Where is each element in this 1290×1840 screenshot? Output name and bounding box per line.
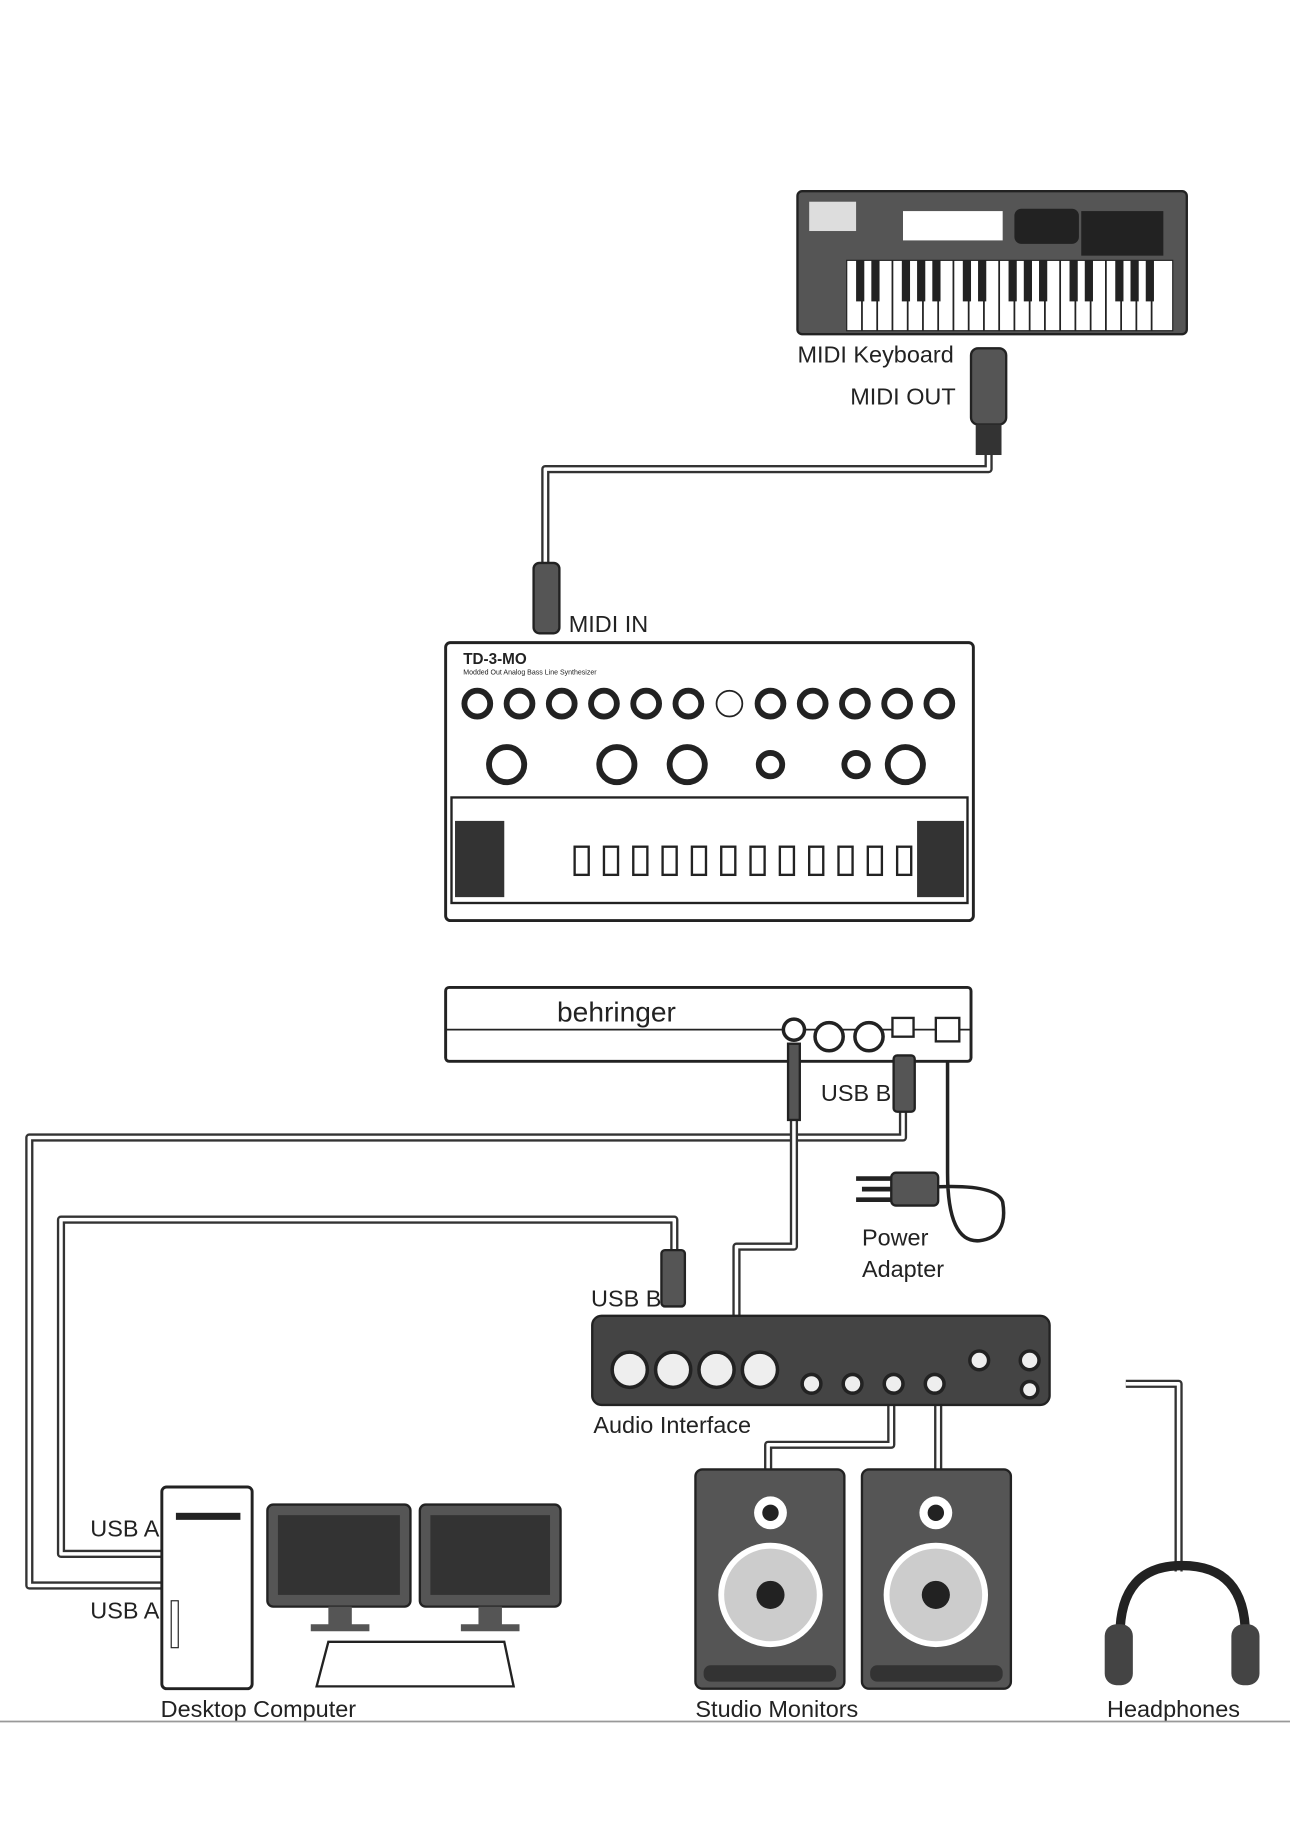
midi-in-plug — [532, 561, 561, 635]
studio-monitors-label: Studio Monitors — [695, 1696, 858, 1722]
synth-subtitle: Modded Out Analog Bass Line Synthesizer — [463, 669, 597, 676]
audio-interface: USB B Audio Interface — [591, 1248, 1051, 1438]
usb-b-plug-interface — [660, 1248, 687, 1308]
cables — [25, 455, 1183, 1590]
desktop-computer-label: Desktop Computer — [161, 1696, 357, 1722]
headphone-cable — [1125, 1379, 1183, 1572]
desktop-computer: USB A USB A Desktop Computer — [90, 1485, 562, 1722]
monitor-left — [694, 1468, 846, 1690]
midi-out-label: MIDI OUT — [850, 384, 955, 410]
power-adapter-label-1: Power — [862, 1224, 929, 1250]
headphones-label: Headphones — [1107, 1696, 1240, 1722]
synth-model: TD-3-MO — [463, 651, 527, 668]
audio-cable — [732, 1119, 799, 1320]
usb-b-label-interface: USB B — [591, 1285, 661, 1311]
synth-rear-panel: behringer USB B — [444, 985, 973, 1122]
monitor-right — [860, 1468, 1013, 1690]
midi-keyboard: MIDI Keyboard MIDI OUT — [796, 189, 1188, 456]
midi-keyboard-label: MIDI Keyboard — [797, 341, 953, 367]
audio-interface-label: Audio Interface — [593, 1412, 751, 1438]
studio-monitors: Studio Monitors — [694, 1468, 1013, 1722]
td3-synth: MIDI IN TD-3-MO Modded Out Analog Bass L… — [444, 561, 975, 923]
behringer-logo: behringer — [557, 996, 676, 1027]
monitor-cable-left — [764, 1404, 896, 1473]
midi-cable — [541, 455, 993, 566]
midi-out-plug — [969, 347, 1008, 426]
power-adapter: Power Adapter — [856, 1171, 944, 1282]
midi-in-label: MIDI IN — [569, 611, 648, 637]
headphones: Headphones — [1104, 1560, 1260, 1722]
usb-a-label-2: USB A — [90, 1597, 159, 1623]
jack-plug — [786, 1042, 801, 1122]
usb-b-label-synth: USB B — [821, 1080, 891, 1106]
power-cable — [938, 1055, 1006, 1243]
power-adapter-label-2: Adapter — [862, 1256, 944, 1282]
usb-b-plug-synth — [892, 1054, 916, 1113]
usb-a-label-1: USB A — [90, 1515, 159, 1541]
